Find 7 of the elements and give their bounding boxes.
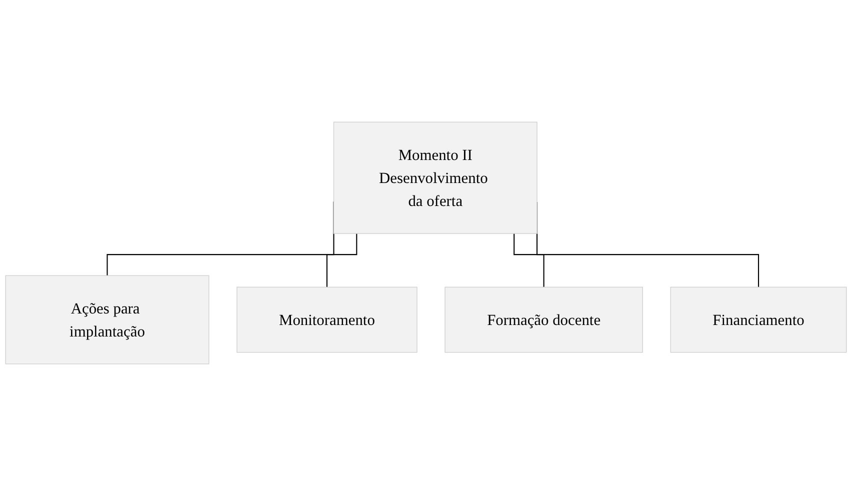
connector bbox=[326, 234, 358, 288]
connector bbox=[514, 234, 544, 288]
node-box: Formação docente bbox=[444, 286, 643, 353]
node-box: Ações para implantação bbox=[5, 275, 210, 364]
node-box: Financiamento bbox=[670, 286, 847, 353]
node-box: Momento II Desenvolvimento da oferta bbox=[333, 122, 538, 234]
node-box: Monitoramento bbox=[236, 286, 418, 353]
